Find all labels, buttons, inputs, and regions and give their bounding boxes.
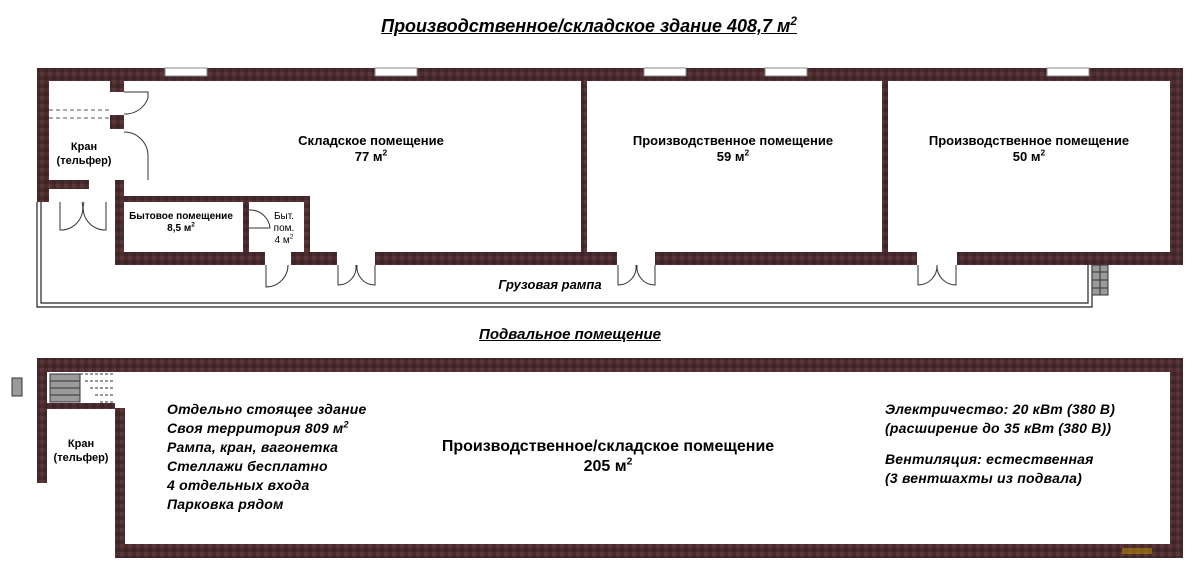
ground-floor-walls — [37, 68, 1183, 265]
ramp-steps — [1091, 264, 1109, 296]
feature-item: Отдельно стоящее здание — [167, 401, 367, 417]
features-list: Отдельно стоящее здание Своя территория … — [167, 400, 367, 514]
feature-item: 4 отдельных входа — [167, 477, 310, 493]
feature-item: Рампа, кран, вагонетка — [167, 439, 339, 455]
utility-item: (расширение до 35 кВт (380 В)) — [885, 420, 1112, 436]
utility-item: Вентиляция: естественная — [885, 451, 1094, 467]
utility-spacer — [885, 438, 1115, 450]
feature-item: Стеллажи бесплатно — [167, 458, 328, 474]
basement-walls — [37, 358, 1183, 558]
basement-main-room: Производственное/складское помещение 205… — [441, 438, 775, 475]
feature-item: Парковка рядом — [167, 496, 284, 512]
utility-item: (3 вентшахты из подвала) — [885, 470, 1082, 486]
door-swings — [59, 91, 957, 288]
windows — [164, 67, 1090, 77]
basement-stairs — [11, 373, 115, 403]
page-title: Производственное/складское здание 408,7 … — [381, 15, 797, 36]
ramp-label: Грузовая рампа — [498, 277, 602, 292]
room-storage: Складское помещение 77 м2 — [298, 133, 444, 164]
basement-crane-label: Кран(тельфер) — [53, 438, 109, 464]
room-production-2: Производственное помещение 50 м2 — [928, 133, 1130, 164]
feature-item: Своя территория 809 м2 — [167, 419, 349, 436]
small-room-label: Быт. пом. 4 м2 — [273, 211, 295, 246]
utilities-list: Электричество: 20 кВт (380 В) (расширени… — [885, 400, 1115, 488]
utility-room-label: Бытовое помещение 8,5 м2 — [129, 211, 233, 234]
utility-item: Электричество: 20 кВт (380 В) — [885, 401, 1116, 417]
crane-label: Кран(тельфер) — [56, 141, 112, 167]
basement-label: Подвальное помещение — [479, 326, 661, 343]
room-production-1: Производственное помещение 59 м2 — [632, 133, 834, 164]
